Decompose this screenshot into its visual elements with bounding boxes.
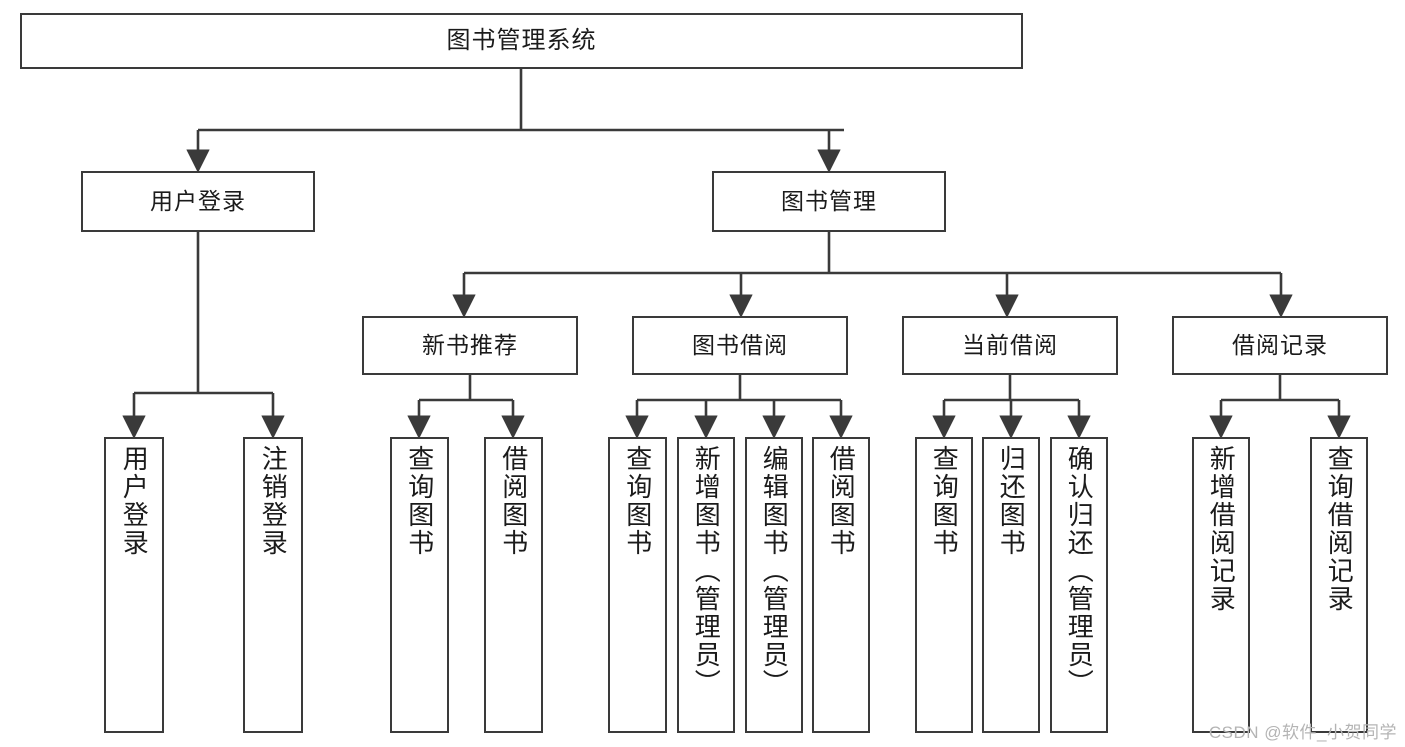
leaf-current-query-book-label: 查询图书	[929, 445, 960, 557]
leaf-borrow-do-book-label: 借阅图书	[826, 445, 857, 557]
node-book-management[interactable]: 图书管理	[712, 171, 946, 232]
leaf-new-query-book[interactable]: 查询图书	[390, 437, 449, 733]
leaf-record-add[interactable]: 新增借阅记录	[1192, 437, 1250, 733]
leaf-current-confirm-return[interactable]: 确认归还（管理员）	[1050, 437, 1108, 733]
leaf-borrow-add-book-label: 新增图书（管理员）	[691, 445, 722, 697]
leaf-borrow-do-book[interactable]: 借阅图书	[812, 437, 870, 733]
node-root-label: 图书管理系统	[446, 26, 597, 54]
leaf-current-return-book-label: 归还图书	[996, 445, 1027, 557]
leaf-record-query[interactable]: 查询借阅记录	[1310, 437, 1368, 733]
leaf-borrow-edit-book-label: 编辑图书（管理员）	[759, 445, 790, 697]
node-book-borrowing[interactable]: 图书借阅	[632, 316, 848, 375]
node-current-borrowing[interactable]: 当前借阅	[902, 316, 1118, 375]
leaf-new-query-book-label: 查询图书	[404, 445, 435, 557]
node-current-borrowing-label: 当前借阅	[962, 331, 1058, 358]
node-user-login-label: 用户登录	[150, 187, 246, 214]
node-borrow-records[interactable]: 借阅记录	[1172, 316, 1388, 375]
leaf-new-borrow-book[interactable]: 借阅图书	[484, 437, 543, 733]
node-borrow-records-label: 借阅记录	[1232, 331, 1328, 358]
node-new-book-recommend[interactable]: 新书推荐	[362, 316, 578, 375]
leaf-borrow-query-book[interactable]: 查询图书	[608, 437, 667, 733]
watermark: CSDN @软件_小贺同学	[1208, 723, 1397, 742]
leaf-new-borrow-book-label: 借阅图书	[498, 445, 529, 557]
node-new-book-recommend-label: 新书推荐	[422, 331, 518, 358]
node-root[interactable]: 图书管理系统	[20, 13, 1023, 69]
leaf-user-login-label: 用户登录	[119, 445, 150, 557]
leaf-borrow-add-book[interactable]: 新增图书（管理员）	[677, 437, 735, 733]
leaf-current-query-book[interactable]: 查询图书	[915, 437, 973, 733]
leaf-user-logout-label: 注销登录	[258, 445, 289, 557]
leaf-record-query-label: 查询借阅记录	[1324, 445, 1355, 613]
leaf-user-login[interactable]: 用户登录	[104, 437, 164, 733]
node-book-management-label: 图书管理	[781, 187, 877, 214]
leaf-current-return-book[interactable]: 归还图书	[982, 437, 1040, 733]
leaf-borrow-query-book-label: 查询图书	[622, 445, 653, 557]
node-user-login[interactable]: 用户登录	[81, 171, 315, 232]
leaf-current-confirm-return-label: 确认归还（管理员）	[1064, 445, 1095, 697]
leaf-record-add-label: 新增借阅记录	[1206, 445, 1237, 613]
leaf-borrow-edit-book[interactable]: 编辑图书（管理员）	[745, 437, 803, 733]
leaf-user-logout[interactable]: 注销登录	[243, 437, 303, 733]
node-book-borrowing-label: 图书借阅	[692, 331, 788, 358]
